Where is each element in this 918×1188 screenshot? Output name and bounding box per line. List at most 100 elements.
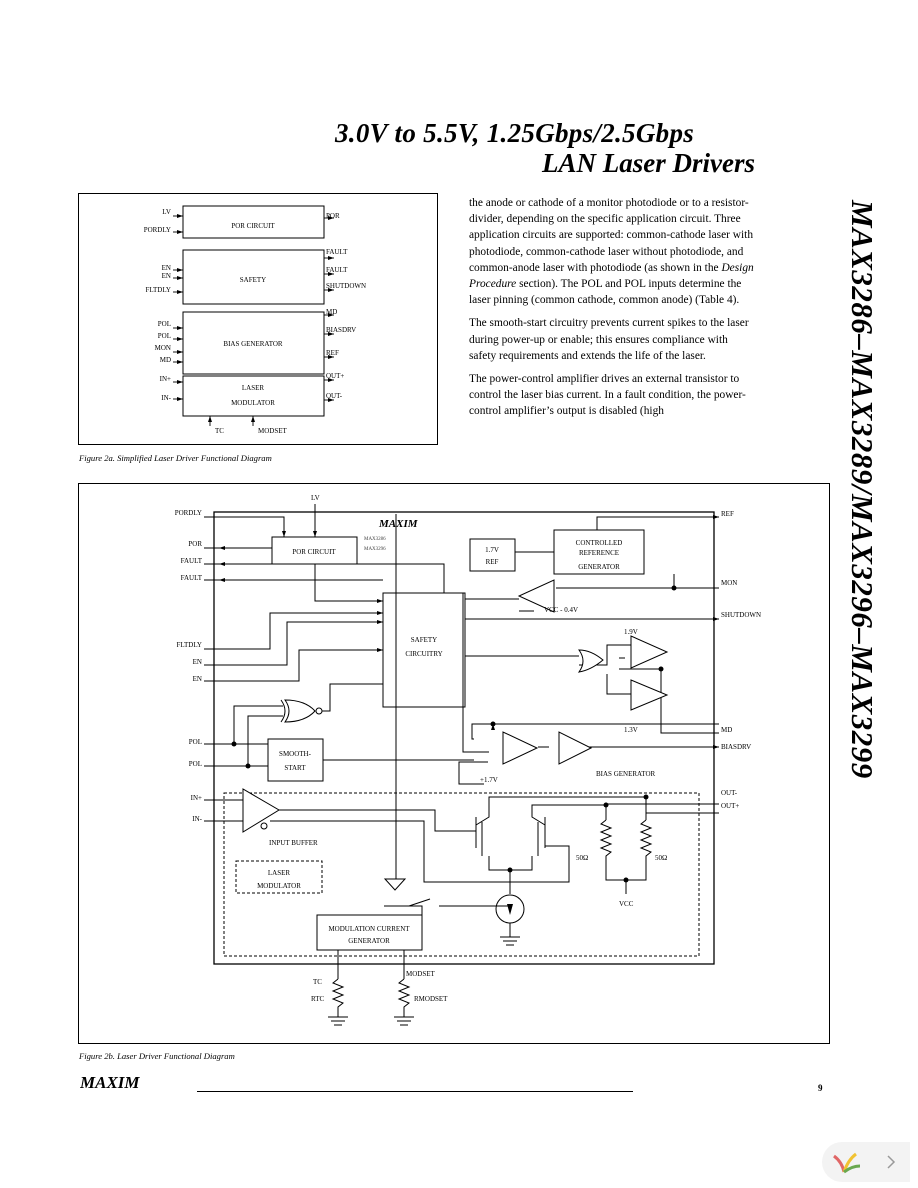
pin-pol: POL xyxy=(189,738,202,746)
laser-modulator-region xyxy=(223,792,700,957)
v19-label: 1.9V xyxy=(624,628,638,636)
rtc-label: RTC xyxy=(311,995,325,1003)
modulation-current-label: MODULATION CURRENT xyxy=(328,925,410,933)
paragraph-1: the anode or cathode of a monitor photod… xyxy=(469,197,754,307)
vcc-minus-label: VCC - 0.4V xyxy=(544,606,578,614)
pin-in-plus: IN+ xyxy=(191,794,202,802)
laser-modulator-legend xyxy=(235,860,323,894)
generator-label: GENERATOR xyxy=(578,563,620,571)
part-number-2: MAX3296 xyxy=(364,547,386,552)
pin-mon: MON xyxy=(155,344,171,352)
modulator-label: MODULATOR xyxy=(257,882,301,890)
pin-fault: FAULT xyxy=(326,248,348,256)
chevron-right-icon xyxy=(887,1155,896,1169)
v17-label: +1.7V xyxy=(480,776,498,784)
por-circuit-block xyxy=(182,205,325,239)
comp-high xyxy=(630,635,669,669)
simplified-block-diagram: POR CIRCUIT SAFETY BIAS GENERATOR LASER … xyxy=(144,205,366,435)
pin-pol: POL xyxy=(158,320,171,328)
ref-17v-label: 1.7V xyxy=(485,546,499,554)
pin-ref: REF xyxy=(326,349,339,357)
bias-generator-block xyxy=(182,311,325,375)
pin-md: MD xyxy=(721,726,732,734)
pin-shutdown: SHUTDOWN xyxy=(326,282,366,290)
input-buffer-label: INPUT BUFFER xyxy=(269,839,318,847)
figure-2a-caption: Figure 2a. Simplified Laser Driver Funct… xyxy=(79,453,272,463)
comp-low xyxy=(630,679,669,711)
safety-block xyxy=(182,249,325,305)
ref-label: REF xyxy=(486,558,499,566)
safety-label: SAFETY xyxy=(240,276,266,284)
bias-generator-label: BIAS GENERATOR xyxy=(596,770,656,778)
circuitry-label: CIRCUITRY xyxy=(405,650,442,658)
resistor-2-label: 50Ω xyxy=(655,854,667,862)
or-gate xyxy=(577,649,604,673)
pin-pordly: PORDLY xyxy=(144,226,171,234)
smooth-label: SMOOTH- xyxy=(279,750,312,758)
pin-fault: FAULT xyxy=(181,557,203,565)
page-number: 9 xyxy=(818,1083,823,1093)
paragraph-2: The smooth-start circuitry prevents curr… xyxy=(469,317,749,362)
pin-shutdown: SHUTDOWN xyxy=(721,611,761,619)
pin-lv: LV xyxy=(311,494,320,502)
pin-fltdly: FLTDLY xyxy=(146,286,172,294)
detailed-block-diagram: MAXIM MAX3286 MAX3296 LV PORDLY POR FAUL… xyxy=(175,494,761,1026)
pin-md: MD xyxy=(160,356,171,364)
laser-label: LASER xyxy=(242,384,265,392)
resistor-1-label: 50Ω xyxy=(576,854,588,862)
pin-out-minus: OUT- xyxy=(721,789,738,797)
pin-out-plus: OUT+ xyxy=(326,372,344,380)
pin-por: POR xyxy=(326,212,340,220)
pin-ref: REF xyxy=(721,510,734,518)
modulator-label: MODULATOR xyxy=(231,399,275,407)
chip-brand: MAXIM xyxy=(378,518,419,530)
pin-en-bar: EN xyxy=(162,272,171,280)
modulation-generator-label: GENERATOR xyxy=(348,937,390,945)
pin-pol-bar: POL xyxy=(158,332,171,340)
start-label: START xyxy=(284,764,306,772)
pin-biasdrv: BIASDRV xyxy=(721,743,751,751)
pin-lv: LV xyxy=(162,208,171,216)
vcc-label: VCC xyxy=(619,900,634,908)
laser-label: LASER xyxy=(268,869,291,877)
controlled-label: CONTROLLED xyxy=(576,539,623,547)
pin-modset: MODSET xyxy=(258,427,288,435)
viewer-widget[interactable] xyxy=(822,1142,910,1182)
pin-out-minus: OUT- xyxy=(326,392,343,400)
svg-text:MAXIM: MAXIM xyxy=(80,1074,140,1090)
por-circuit-label: POR CIRCUIT xyxy=(292,548,336,556)
pin-md-out: MD xyxy=(326,308,337,316)
chip-outline xyxy=(213,511,715,965)
pin-modset: MODSET xyxy=(406,970,436,978)
v13-label: 1.3V xyxy=(624,726,638,734)
pin-out-plus: OUT+ xyxy=(721,802,739,810)
viewer-logo-icon xyxy=(833,1152,861,1174)
pin-in-plus: IN+ xyxy=(160,375,171,383)
body-text: the anode or cathode of a monitor photod… xyxy=(469,195,754,427)
pin-pol-bar: POL xyxy=(189,760,202,768)
pin-pordly: PORDLY xyxy=(175,509,202,517)
pin-tc: TC xyxy=(313,978,322,986)
pin-fltdly: FLTDLY xyxy=(177,641,203,649)
page-title-line2: LAN Laser Drivers xyxy=(542,148,755,178)
ref-17v-block xyxy=(469,538,516,572)
pin-in-minus: IN- xyxy=(192,815,202,823)
pin-biasdrv: BIASDRV xyxy=(326,326,356,334)
bias-opamp xyxy=(502,731,539,765)
input-buffer-amp xyxy=(242,788,280,833)
figure-2b-caption: Figure 2b. Laser Driver Functional Diagr… xyxy=(79,1051,235,1061)
laser-modulator-block xyxy=(182,375,325,417)
pin-tc: TC xyxy=(215,427,224,435)
reference-label: REFERENCE xyxy=(579,549,619,557)
paragraph-3: The power-control amplifier drives an ex… xyxy=(469,373,746,418)
mon-comparator xyxy=(517,579,555,613)
figure-2a: POR CIRCUIT SAFETY BIAS GENERATOR LASER … xyxy=(78,193,438,445)
pin-fault-bar: FAULT xyxy=(326,266,348,274)
bias-driver xyxy=(558,731,593,765)
por-circuit-label: POR CIRCUIT xyxy=(231,222,275,230)
modulation-current-generator-block xyxy=(316,914,423,951)
safety-label: SAFETY xyxy=(411,636,437,644)
pin-en-bar: EN xyxy=(193,675,202,683)
part-number-banner: MAX3286–MAX3289/MAX3296–MAX3299 xyxy=(845,200,880,779)
part-number-1: MAX3286 xyxy=(364,537,386,542)
